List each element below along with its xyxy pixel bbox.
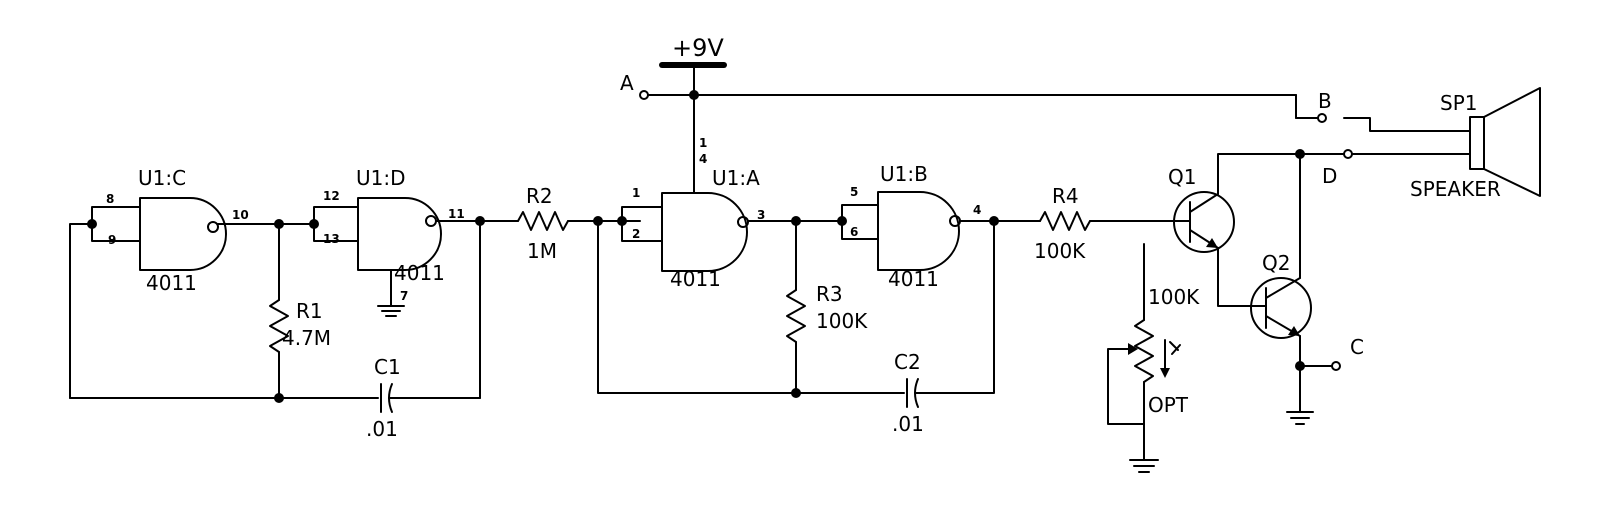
q1-collector-wire	[1217, 153, 1301, 195]
speaker-sp1: SP1 SPEAKER	[1410, 87, 1541, 201]
gate-u1d: U1:D 4011 12 13 11 7	[309, 166, 481, 317]
terminal-d-label: D	[1322, 164, 1337, 188]
u1c-part: 4011	[146, 271, 197, 295]
u1a-pin-vdd-a: 1	[699, 136, 707, 150]
terminal-b[interactable]	[1317, 113, 1327, 123]
u1d-part: 4011	[394, 261, 445, 285]
u1b-pin4: 4	[973, 203, 981, 217]
u1d-pin13: 13	[323, 232, 340, 246]
resistor-r1: R1 4.7M	[269, 219, 331, 399]
u1c-pin10: 10	[232, 208, 249, 222]
resistor-r4: R4 100K	[1034, 184, 1173, 263]
gate-u1b: U1:B 4011 5 6 4	[837, 162, 1041, 291]
u1a-pin3: 3	[757, 208, 765, 222]
c1-value: .01	[366, 417, 398, 441]
r3-ref: R3	[816, 282, 843, 306]
speaker-wire-top	[1343, 117, 1471, 132]
r2-ref: R2	[526, 184, 553, 208]
r4-value: 100K	[1034, 239, 1086, 263]
pot-value: 100K	[1148, 285, 1200, 309]
terminal-b-label: B	[1318, 89, 1332, 113]
r3-value: 100K	[816, 309, 868, 333]
u1c-pin9: 9	[108, 233, 116, 247]
r1-value: 4.7M	[282, 326, 331, 350]
u1a-pin2: 2	[632, 227, 640, 241]
u1d-pin12: 12	[323, 189, 340, 203]
capacitor-c1: C1 .01	[69, 355, 481, 441]
terminal-a-label: A	[620, 71, 634, 95]
u1d-pin11: 11	[448, 207, 465, 221]
terminal-c[interactable]	[1331, 361, 1341, 371]
supply-label: +9V	[672, 34, 724, 62]
junction	[689, 90, 699, 100]
terminal-a[interactable]	[639, 90, 649, 100]
q2-ref: Q2	[1262, 251, 1290, 275]
r1-ref: R1	[296, 299, 323, 323]
transistor-q1: Q1	[1168, 165, 1235, 253]
feedback-wire	[69, 223, 93, 399]
u1c-ref: U1:C	[138, 166, 186, 190]
c1-ref: C1	[374, 355, 401, 379]
u1a-pin-vdd-b: 4	[699, 152, 707, 166]
u1b-ref: U1:B	[880, 162, 928, 186]
u1d-pin7: 7	[400, 289, 408, 303]
ground-q2	[1286, 411, 1314, 425]
u1b-pin5: 5	[850, 185, 858, 199]
c2-ref: C2	[894, 350, 921, 374]
resistor-r2: R2 1M	[479, 184, 641, 263]
q1-ref: Q1	[1168, 165, 1196, 189]
r2-value: 1M	[527, 239, 557, 263]
c2-value: .01	[892, 412, 924, 436]
gate-u1c: U1:C 4011 8 9 10	[87, 166, 315, 295]
u1b-pin6: 6	[850, 225, 858, 239]
u1c-pin8: 8	[106, 192, 114, 206]
gate-u1a: U1:A 4011 1 2 3 1 4	[617, 136, 843, 291]
pot-label: OPT	[1148, 393, 1189, 417]
q1-emitter-wire	[1217, 247, 1251, 307]
r4-ref: R4	[1052, 184, 1079, 208]
capacitor-c2: C2 .01	[597, 220, 995, 436]
supply-9v: +9V	[659, 34, 727, 194]
u1a-ref: U1:A	[712, 166, 760, 190]
supply-rail: A B	[620, 71, 1332, 123]
u1a-pin1: 1	[632, 186, 640, 200]
transistor-q2: Q2	[1249, 251, 1312, 339]
potentiometer: 100K OPT	[1107, 243, 1200, 473]
u1d-ref: U1:D	[356, 166, 406, 190]
terminal-d[interactable]	[1343, 149, 1353, 159]
resistor-r3: R3 100K	[786, 216, 868, 394]
sp1-label: SPEAKER	[1410, 177, 1501, 201]
terminal-c-label: C	[1350, 335, 1364, 359]
sp1-ref: SP1	[1440, 91, 1477, 115]
